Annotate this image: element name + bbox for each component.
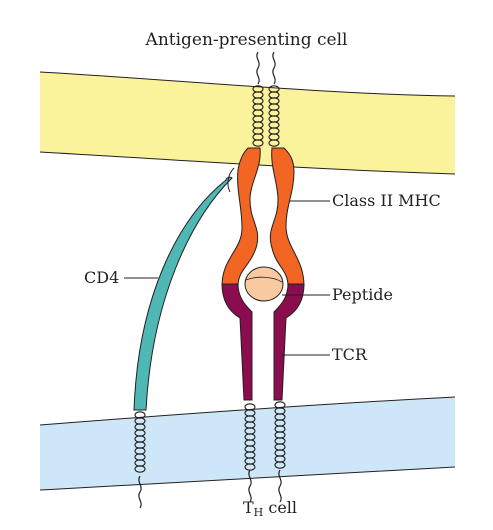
cd4-tail <box>138 475 142 509</box>
apc-membrane-top-edge <box>39 71 456 97</box>
peptide <box>244 266 284 302</box>
th-membrane-bottom-edge <box>39 466 456 491</box>
label-th-prefix: T <box>243 498 254 517</box>
mhc-coil-left-loop <box>252 139 264 147</box>
cd4-coil-loop <box>134 465 146 473</box>
label-th-subscript: H <box>253 506 264 519</box>
label-th-suffix: cell <box>263 498 298 517</box>
tcr-tail-left <box>248 469 252 503</box>
peptide-groove-line <box>245 276 283 283</box>
th-transmembrane-coils <box>134 401 286 473</box>
mhc-alpha-chain <box>221 147 261 287</box>
label-peptide: Peptide <box>332 285 394 304</box>
tcr-beta-chain <box>273 283 305 401</box>
label-cd4: CD4 <box>84 268 120 287</box>
mhc-beta-chain <box>269 147 305 287</box>
label-class-ii-mhc: Class II MHC <box>332 191 441 210</box>
th-membrane <box>40 397 455 490</box>
tcr-coil-right-loop <box>274 461 286 469</box>
mhc-tail-right <box>272 51 276 85</box>
label-tcr: TCR <box>332 345 367 364</box>
tcr-tail-right <box>278 469 282 503</box>
mhc-tail-left <box>256 51 260 85</box>
mhc-transmembrane-coils <box>252 85 280 147</box>
label-antigen-presenting-cell: Antigen-presenting cell <box>145 30 348 50</box>
cd4-tip-arc <box>227 167 235 193</box>
label-th-cell: TH cell <box>243 498 297 519</box>
tcr-alpha-chain <box>221 283 253 401</box>
cd4-molecule <box>133 176 233 411</box>
mhc-coil-right-loop <box>268 139 280 147</box>
apc-membrane <box>40 72 455 174</box>
